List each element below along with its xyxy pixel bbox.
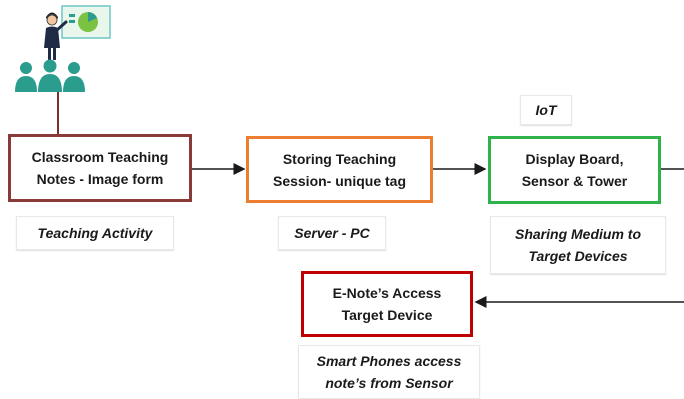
server-pc-label: Server - PC <box>278 216 386 250</box>
sharing-medium-label: Sharing Medium to Target Devices <box>490 216 666 274</box>
smartphones-access-label: Smart Phones access note’s from Sensor <box>298 345 480 399</box>
enote-access-box: E-Note’s Access Target Device <box>301 271 473 337</box>
storing-session-box: Storing Teaching Session- unique tag <box>246 136 433 203</box>
teacher-presentation-icon <box>15 5 111 92</box>
teaching-notes-box: Classroom Teaching Notes - Image form <box>8 134 192 202</box>
teaching-activity-label: Teaching Activity <box>16 216 174 250</box>
display-board-box: Display Board, Sensor & Tower <box>488 136 661 204</box>
iot-label: IoT <box>520 95 572 125</box>
